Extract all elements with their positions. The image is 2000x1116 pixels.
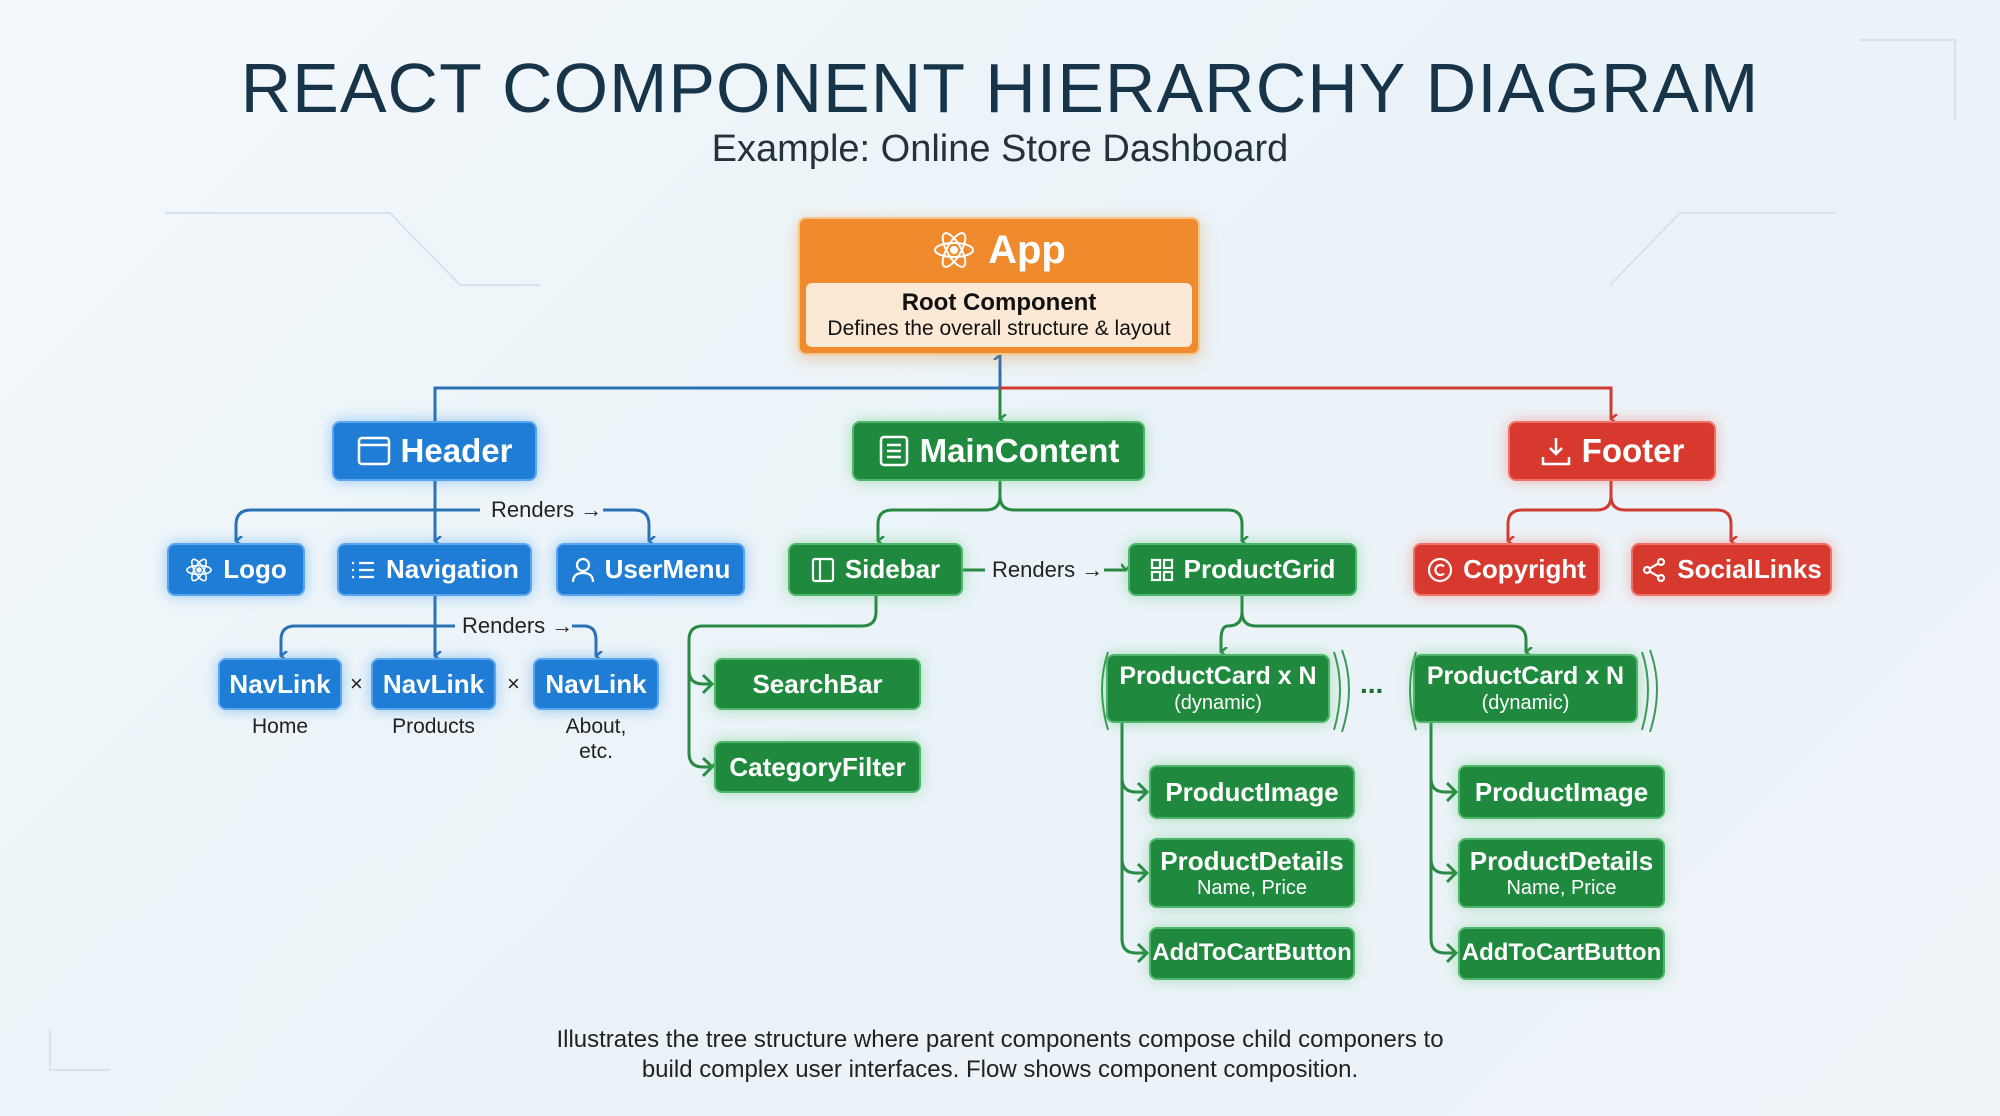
productdetails-label: ProductDetails <box>1469 845 1654 876</box>
header-renders-label: Renders → <box>491 497 603 522</box>
addtocart-label: AddToCartButton <box>1152 939 1352 967</box>
page-subtitle: Example: Online Store Dashboard <box>711 128 1289 170</box>
productimage-node[interactable]: ProductImage <box>1458 765 1665 819</box>
grid-icon <box>1150 558 1173 581</box>
browser-window-icon <box>357 436 390 466</box>
footer-node[interactable]: Footer <box>1508 421 1716 481</box>
productcard-note: (dynamic) <box>1174 692 1262 715</box>
productgrid-node[interactable]: ProductGrid <box>1128 543 1357 596</box>
usermenu-node[interactable]: UserMenu <box>556 543 745 596</box>
separator: × <box>350 671 363 696</box>
share-icon <box>1643 557 1666 582</box>
maincontent-node[interactable]: MainContent <box>852 421 1145 481</box>
react-atom-icon <box>186 557 213 582</box>
navlink-caption-2: etc. <box>579 740 613 763</box>
productimage-node[interactable]: ProductImage <box>1149 765 1355 819</box>
categoryfilter-node[interactable]: CategoryFilter <box>714 741 921 793</box>
productimage-label: ProductImage <box>1165 776 1339 807</box>
app-node-description: Defines the overall structure & layout <box>827 317 1171 340</box>
navlink-caption: Home <box>251 715 309 738</box>
sidebar-renders-label: Renders → <box>992 557 1104 582</box>
ellipsis: ... <box>1360 668 1384 699</box>
productcard-note: (dynamic) <box>1481 692 1570 715</box>
app-node-role: Root Component <box>901 289 1097 316</box>
caption-line-2: build complex user interfaces. Flow show… <box>641 1056 1359 1083</box>
list-icon <box>352 561 375 578</box>
addtocart-label: AddToCartButton <box>1461 939 1662 967</box>
header-node-label: Header <box>400 431 513 469</box>
searchbar-node[interactable]: SearchBar <box>714 658 921 710</box>
addtocart-node[interactable]: AddToCartButton <box>1458 927 1665 980</box>
navlink-label: NavLink <box>382 668 485 699</box>
copyright-node[interactable]: Copyright <box>1413 543 1600 596</box>
sidebar-node-label: Sidebar <box>844 554 941 585</box>
download-tray-icon <box>1541 438 1570 466</box>
footer-node-label: Footer <box>1581 431 1685 469</box>
navigation-renders-label: Renders → <box>462 613 574 638</box>
productdetails-note: Name, Price <box>1196 877 1308 900</box>
productdetails-node[interactable]: ProductDetails Name, Price <box>1149 838 1355 908</box>
header-node[interactable]: Header <box>332 421 537 481</box>
navlink-caption: Products <box>392 715 475 738</box>
navlink-home-node[interactable]: NavLink <box>218 658 342 710</box>
navlink-label: NavLink <box>545 668 647 699</box>
productdetails-note: Name, Price <box>1506 877 1617 900</box>
sidebar-node[interactable]: Sidebar <box>788 543 963 596</box>
productcard-label: ProductCard x N <box>1426 661 1625 690</box>
productcard-node[interactable]: ProductCard x N (dynamic) <box>1106 654 1330 723</box>
document-icon <box>879 435 908 467</box>
sociallinks-node-label: SocialLinks <box>1677 554 1822 585</box>
logo-node[interactable]: Logo <box>167 543 305 596</box>
navlink-caption: About, <box>565 715 627 738</box>
diagram-caption: Illustrates the tree structure where par… <box>0 1025 2000 1085</box>
page-title: REACT COMPONENT HIERARCHY DIAGRAM <box>240 49 1760 127</box>
searchbar-label: SearchBar <box>752 668 883 699</box>
navigation-node-label: Navigation <box>386 554 519 585</box>
copyright-icon <box>1428 557 1453 582</box>
productimage-label: ProductImage <box>1474 776 1649 807</box>
copyright-node-label: Copyright <box>1463 554 1586 585</box>
addtocart-node[interactable]: AddToCartButton <box>1149 927 1355 980</box>
maincontent-node-label: MainContent <box>919 431 1120 469</box>
productcard-node[interactable]: ProductCard x N (dynamic) <box>1413 654 1638 723</box>
navlink-about-node[interactable]: NavLink <box>533 658 659 710</box>
sidebar-icon <box>811 557 834 582</box>
sociallinks-node[interactable]: SocialLinks <box>1631 543 1832 596</box>
usermenu-node-label: UserMenu <box>604 554 731 585</box>
productcard-label: ProductCard x N <box>1119 661 1317 690</box>
separator: × <box>507 671 520 696</box>
productdetails-node[interactable]: ProductDetails Name, Price <box>1458 838 1665 908</box>
app-node-label: App <box>988 227 1066 272</box>
navlink-products-node[interactable]: NavLink <box>371 658 496 710</box>
navigation-node[interactable]: Navigation <box>337 543 532 596</box>
caption-line-1: Illustrates the tree structure where par… <box>556 1026 1444 1053</box>
app-node[interactable]: App Root Component Defines the overall s… <box>798 217 1200 355</box>
navlink-label: NavLink <box>229 668 331 699</box>
user-icon <box>571 557 594 582</box>
productgrid-node-label: ProductGrid <box>1183 554 1336 585</box>
react-atom-icon <box>934 232 975 268</box>
productdetails-label: ProductDetails <box>1160 845 1344 876</box>
logo-node-label: Logo <box>223 554 287 585</box>
categoryfilter-label: CategoryFilter <box>729 751 906 782</box>
